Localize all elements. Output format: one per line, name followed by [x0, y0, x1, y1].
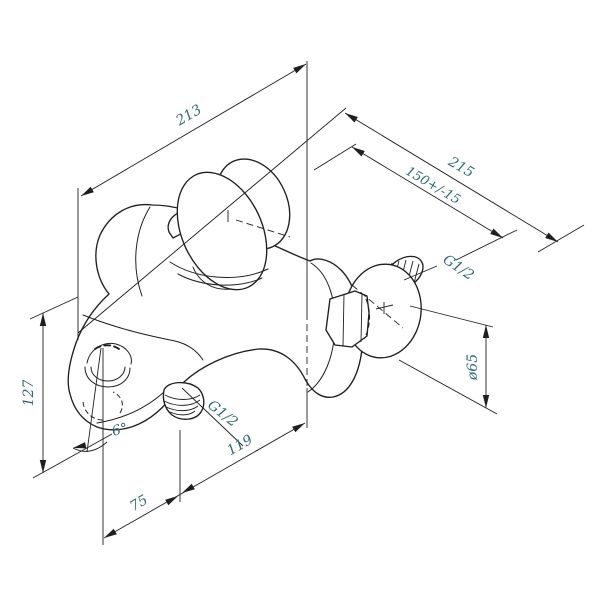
flange-center-mark — [375, 302, 394, 314]
spout-aerator — [82, 342, 132, 421]
dim-line-75-119 — [103, 422, 306, 539]
label-wall-thread: G1/2 — [440, 252, 477, 284]
aerator-hidden-arc — [94, 344, 120, 350]
aerator-ring-inner — [90, 366, 126, 382]
angle-arc-6deg — [72, 441, 108, 452]
handle-axis-dashed — [235, 219, 291, 238]
aerator-hidden-face-left — [82, 401, 106, 421]
construction-lines — [29, 61, 585, 545]
escutcheon-arc-2 — [177, 273, 263, 286]
eccentric-hidden-axis — [351, 284, 404, 329]
ext-215-left-long — [77, 107, 347, 334]
label-spout-reach: 119 — [224, 432, 255, 459]
escutcheon-arc-1 — [169, 261, 269, 278]
union-nut — [325, 290, 370, 348]
ext-127-top — [29, 296, 79, 320]
hidden-thread-arc — [363, 298, 370, 340]
wall-connector — [325, 255, 424, 359]
ext-65-bottom — [398, 359, 498, 415]
handle — [167, 158, 291, 291]
label-total-depth: 215 — [445, 153, 477, 181]
body-sleeve-arc — [135, 206, 151, 297]
dim-line-150 — [351, 146, 504, 239]
handle-knob-face — [176, 171, 268, 291]
label-spout-angle: 6° — [110, 420, 130, 440]
label-total-length: 213 — [173, 102, 205, 130]
leader-outlet-thread — [181, 387, 244, 447]
aerator-hidden-face-right — [112, 391, 123, 414]
handle-face-arc — [192, 266, 232, 290]
label-outlet-thread: G1/2 — [204, 397, 240, 430]
ext-150-left — [313, 143, 357, 171]
aerator-dome — [86, 342, 132, 365]
leader-wall-thread — [403, 265, 438, 281]
label-spout-offset: 75 — [127, 492, 151, 515]
dim-line-215 — [344, 112, 559, 243]
label-height: 127 — [21, 380, 37, 407]
dim-line-213 — [80, 63, 307, 197]
aerator-ring-outer — [84, 366, 131, 388]
ext-65-top — [409, 305, 494, 328]
label-flange-diameter: ø65 — [465, 354, 481, 381]
faucet-body — [67, 203, 363, 431]
spout-lip — [96, 391, 165, 424]
faucet-body-outline — [67, 203, 363, 431]
ext-127-bottom — [32, 433, 113, 479]
spout-tilt-line — [86, 347, 102, 453]
ext-150-right — [455, 229, 518, 261]
spout-junction-edge — [82, 314, 204, 361]
shower-outlet-thread — [162, 381, 205, 420]
ext-215-right — [537, 224, 585, 253]
dimension-lines — [39, 63, 559, 539]
